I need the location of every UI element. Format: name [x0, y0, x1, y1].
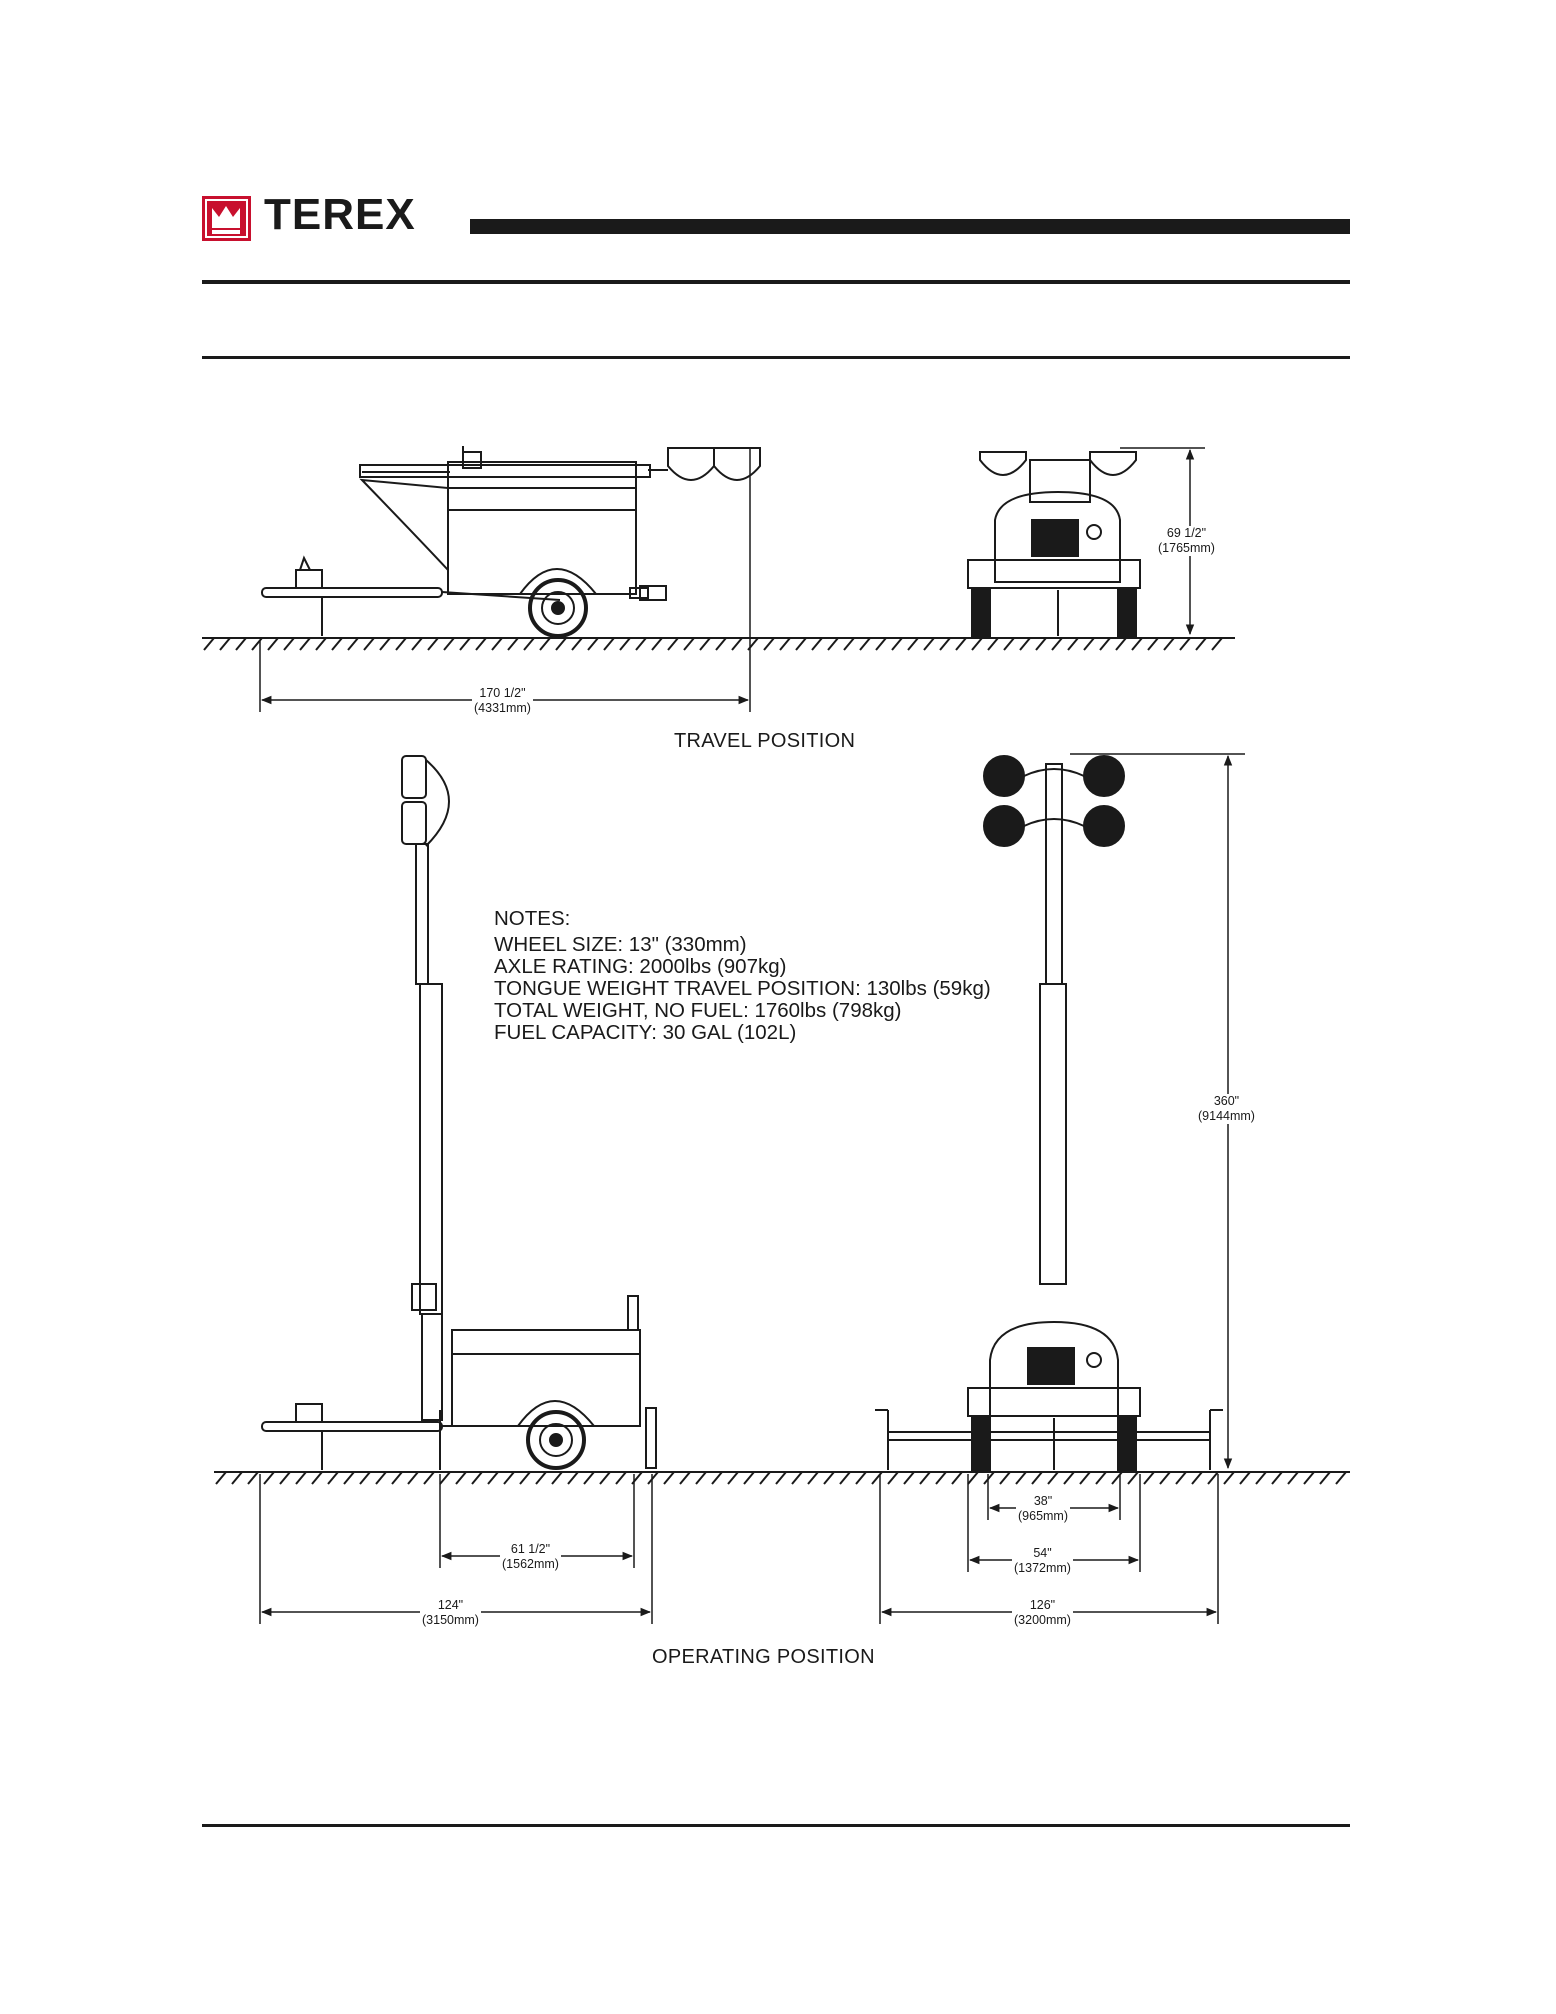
note-wheel-size: WHEEL SIZE: 13" (330mm) — [494, 933, 747, 956]
travel-front-view — [967, 451, 1141, 637]
dim-operating-height: 360" (9144mm) — [1196, 1094, 1257, 1124]
dim-outrigger-span: 126" (3200mm) — [1012, 1598, 1073, 1628]
header-bar — [470, 219, 1350, 234]
dim-track-width: 38" (965mm) — [1016, 1494, 1071, 1524]
travel-position-title: TRAVEL POSITION — [674, 730, 856, 752]
dim-operating-length: 124" (3150mm) — [420, 1598, 481, 1628]
operating-position-title: OPERATING POSITION — [652, 1646, 875, 1668]
ground-operating — [214, 1471, 1350, 1485]
dim-travel-height: 69 1/2" (1765mm) — [1156, 526, 1217, 556]
dim-overall-width: 54" (1372mm) — [1012, 1546, 1073, 1576]
ground-travel — [202, 637, 1235, 651]
header-rule-bottom — [202, 356, 1350, 359]
brand-name: TEREX — [264, 190, 416, 239]
note-fuel-capacity: FUEL CAPACITY: 30 GAL (102L) — [494, 1021, 797, 1044]
notes-heading: NOTES: — [494, 907, 571, 930]
header-rule-top — [202, 280, 1350, 284]
note-axle-rating: AXLE RATING: 2000lbs (907kg) — [494, 955, 787, 978]
operating-front-view — [875, 755, 1223, 1471]
travel-side-view — [261, 446, 761, 638]
operating-side-view — [261, 755, 657, 1470]
dim-travel-length: 170 1/2" (4331mm) — [472, 686, 533, 716]
note-tongue-weight: TONGUE WEIGHT TRAVEL POSITION: 130lbs (5… — [494, 977, 991, 1000]
terex-crown-logo-icon — [202, 196, 251, 241]
notes-block: NOTES: WHEEL SIZE: 13" (330mm) AXLE RATI… — [494, 908, 991, 1044]
note-total-weight: TOTAL WEIGHT, NO FUEL: 1760lbs (798kg) — [494, 999, 902, 1022]
footer-rule — [202, 1824, 1350, 1827]
dim-operating-wheelbase: 61 1/2" (1562mm) — [500, 1542, 561, 1572]
